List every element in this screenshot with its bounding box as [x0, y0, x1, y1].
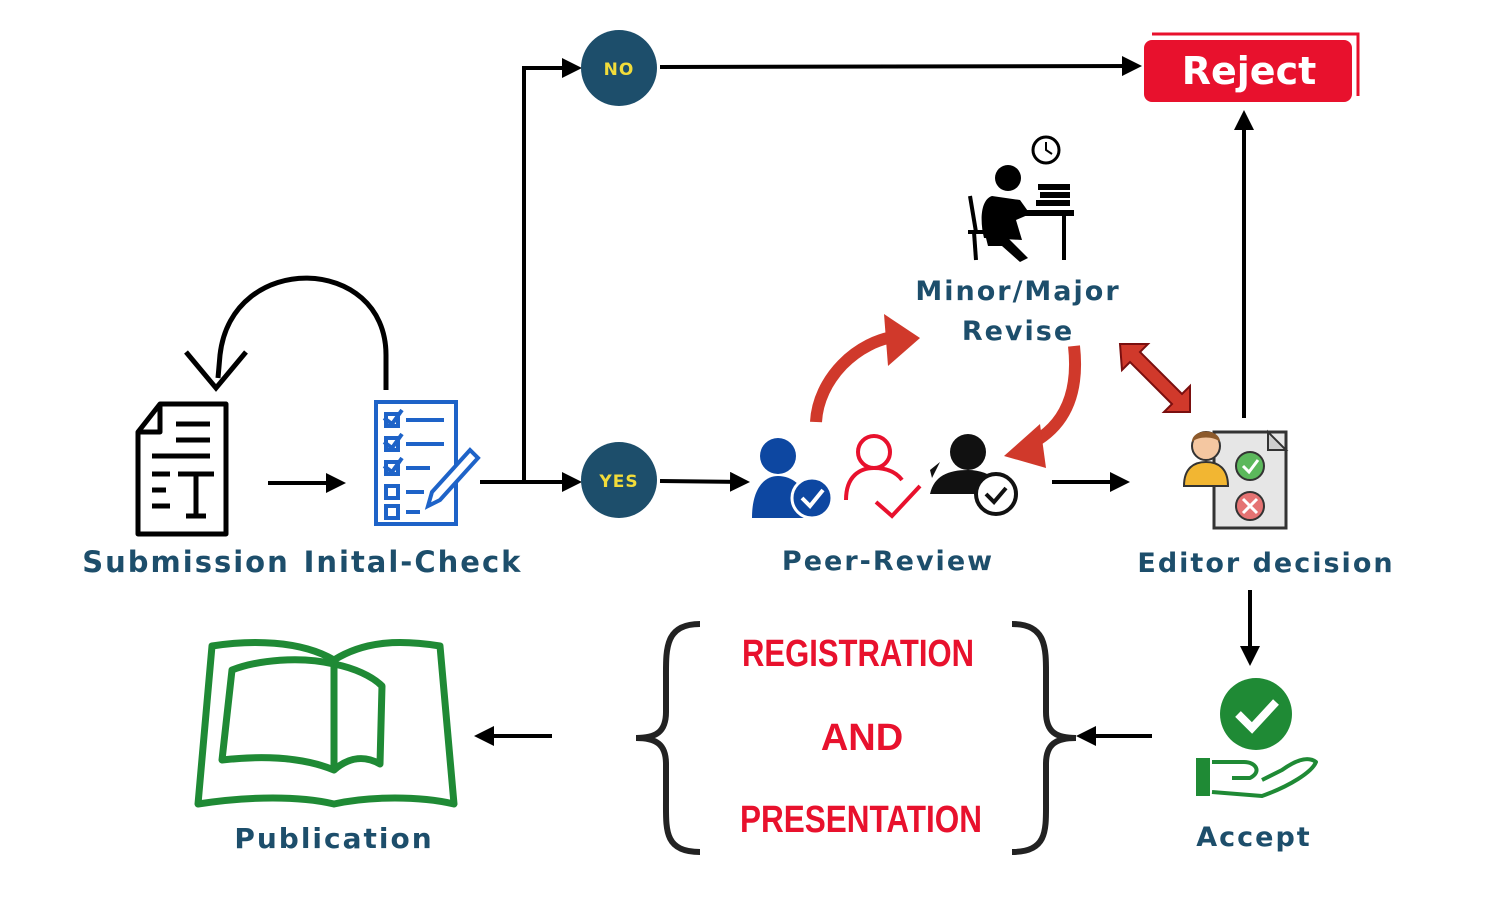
- open-book-icon: [194, 639, 458, 808]
- branch-up-to-no: [522, 58, 582, 482]
- left-brace: [635, 621, 701, 855]
- label-initial-check: Inital-Check: [304, 545, 523, 579]
- label-accept: Accept: [1196, 822, 1311, 853]
- label-editor-decision: Editor decision: [1137, 548, 1394, 579]
- right-brace: [1011, 621, 1077, 855]
- decision-no: NO: [581, 30, 657, 106]
- checklist-icon: [374, 400, 481, 526]
- svg-text:Reject: Reject: [1182, 49, 1317, 93]
- arrow-no-to-reject: [659, 56, 1142, 77]
- label-submission: Submission: [82, 545, 289, 579]
- registration-line1: REGISTRATION: [742, 633, 974, 675]
- editor-decision-icon: [1182, 429, 1289, 530]
- label-revise-line1: Minor/Major: [915, 276, 1120, 307]
- accept-hand-icon: [1196, 678, 1318, 798]
- arrow-yes-to-peer-review: [659, 471, 750, 492]
- decision-yes: YES: [581, 442, 657, 518]
- svg-text:NO: NO: [604, 60, 635, 80]
- label-peer-review: Peer-Review: [782, 546, 994, 577]
- reviewer-check-icon: [930, 434, 1018, 516]
- registration-line2: AND: [821, 717, 903, 759]
- label-revise-line2: Revise: [962, 316, 1074, 347]
- revise-cycle-arrows: [810, 314, 1081, 468]
- document-icon: [135, 401, 229, 537]
- person-at-desk-icon: [968, 135, 1074, 262]
- reject-badge: Reject: [1144, 32, 1360, 102]
- reviewer-verified-icon: [752, 438, 834, 520]
- reviewer-outline-icon: [844, 434, 922, 519]
- loop-back-arrow: [184, 275, 389, 392]
- connectors: [268, 56, 1260, 746]
- svg-text:YES: YES: [598, 472, 638, 492]
- double-arrow-icon: [1118, 343, 1191, 413]
- label-publication: Publication: [234, 822, 433, 855]
- registration-line3: PRESENTATION: [740, 799, 982, 841]
